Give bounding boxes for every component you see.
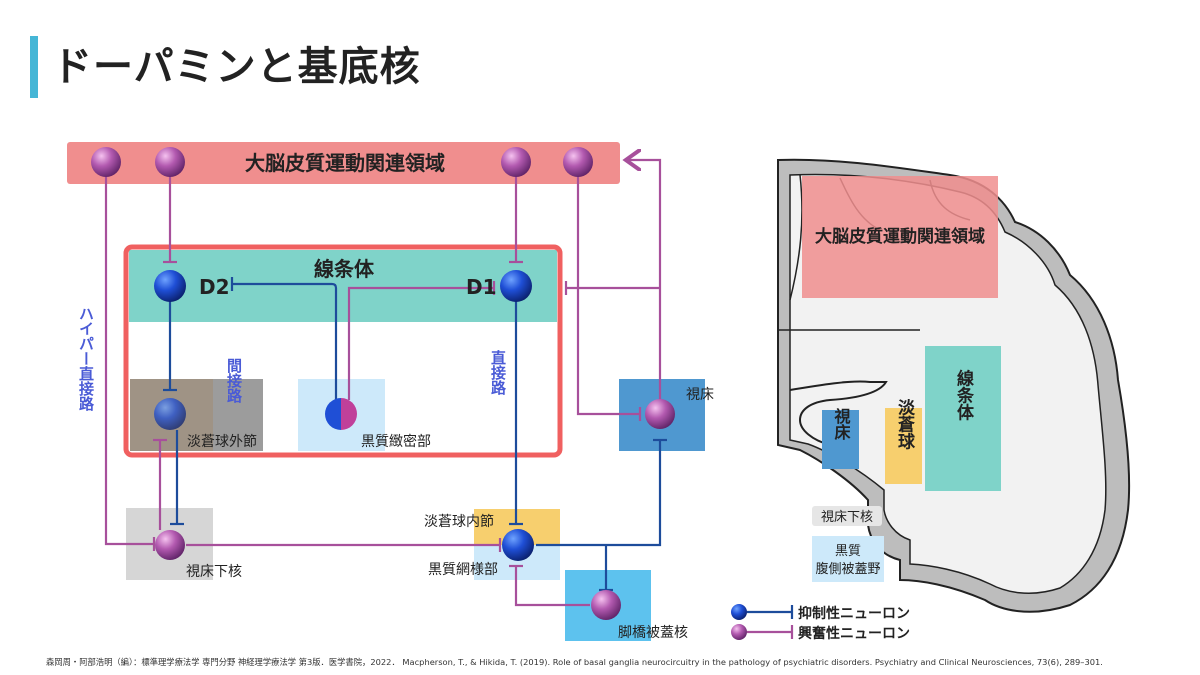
- neuron-ppn: [591, 590, 621, 620]
- legend-inhibitory-neuron: [731, 604, 747, 620]
- neuron-thalamus: [645, 399, 675, 429]
- brain-sn-region: [812, 536, 884, 582]
- snr-label: 黒質網様部: [428, 562, 498, 578]
- brain-striatum-region: [925, 346, 1001, 491]
- gpi-label: 淡蒼球内節: [424, 513, 494, 530]
- line-thalamus-cortex: [628, 160, 662, 400]
- brain-stn-label: 視床下核: [821, 510, 873, 525]
- gpe-label: 淡蒼球外節: [187, 433, 257, 450]
- hyperdirect-path-label: ハイパー直接路: [77, 306, 95, 411]
- brain-striatum-label: 線条体: [953, 368, 975, 421]
- brain-cortex-region: [802, 176, 998, 298]
- brain-thalamus-label: 視床: [832, 407, 852, 441]
- brain-stn-region: [812, 506, 882, 526]
- striatum-label: 線条体: [314, 257, 375, 281]
- brain-thalamus-region: [822, 410, 859, 469]
- neuron-cortex-1: [91, 147, 121, 177]
- page-title: ドーパミンと基底核: [52, 44, 421, 90]
- cortex-label: 大脳皮質運動関連領域: [245, 151, 445, 175]
- neuron-gpi: [502, 529, 534, 561]
- legend-inhibitory-label: 抑制性ニューロン: [798, 605, 910, 622]
- snc-label: 黒質緻密部: [361, 433, 431, 450]
- neuron-stn: [155, 530, 185, 560]
- neuron-d1: [500, 270, 532, 302]
- line-cortex-thalamus: [576, 175, 640, 416]
- neuron-d2: [154, 270, 186, 302]
- thalamus-label: 視床: [686, 387, 714, 403]
- legend-excitatory-neuron: [731, 624, 747, 640]
- line-gpi-thalamus: [536, 440, 662, 547]
- neuron-gpe: [154, 398, 186, 430]
- brain-sn-label-1: 黒質: [835, 544, 861, 559]
- title-accent-bar: [30, 36, 38, 98]
- cortex-box: [67, 142, 620, 184]
- neuron-cortex-3: [501, 147, 531, 177]
- brain-cortex-label: 大脳皮質運動関連領域: [815, 226, 985, 247]
- neuron-snc: [325, 398, 357, 430]
- legend-excitatory-label: 興奮性ニューロン: [798, 625, 910, 642]
- striatum-band: [129, 250, 557, 322]
- neuron-cortex-4: [563, 147, 593, 177]
- ppn-label: 脚橋被蓋核: [618, 625, 688, 641]
- citation-footnote: 森岡周・阿部浩明（編）：標準理学療法学 専門分野 神経理学療法学 第3版．医学書…: [46, 657, 1103, 667]
- brain-sn-label-2: 腹側被蓋野: [815, 561, 880, 577]
- line-hyperdirect: [104, 175, 154, 546]
- direct-path-label: 直接路: [489, 349, 507, 395]
- stn-label: 視床下核: [186, 564, 242, 580]
- neuron-cortex-2: [155, 147, 185, 177]
- d1-label: D1: [466, 275, 497, 299]
- line-snc-d2: [232, 282, 338, 400]
- brain-pallidum-region: [885, 408, 922, 484]
- d2-label: D2: [199, 275, 230, 299]
- line-snc-d1: [347, 286, 494, 400]
- line-ppn-gpi: [514, 566, 590, 607]
- indirect-path-label: 間接路: [225, 358, 243, 403]
- basal-ganglia-border: [123, 244, 563, 458]
- brain-pallidum-label: 淡蒼球: [894, 398, 915, 450]
